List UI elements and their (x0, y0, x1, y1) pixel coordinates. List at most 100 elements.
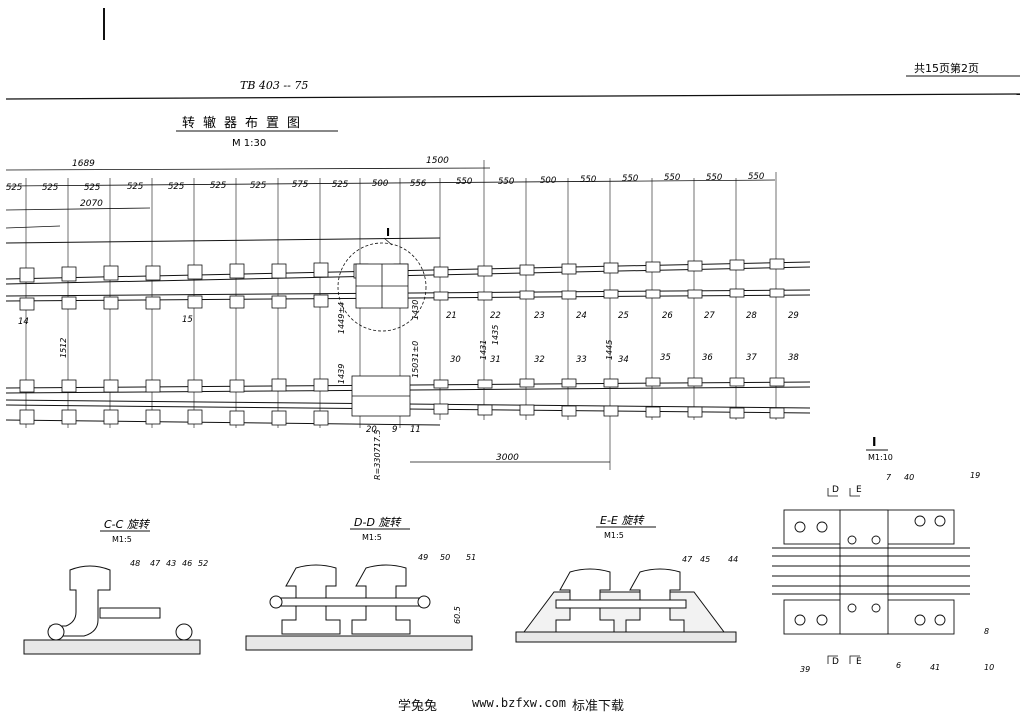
detail-title: I (872, 435, 876, 449)
svg-text:10: 10 (984, 663, 994, 672)
svg-text:550: 550 (706, 173, 722, 183)
svg-text:550: 550 (580, 175, 596, 185)
svg-text:550: 550 (748, 172, 764, 182)
svg-text:15031±0: 15031±0 (411, 341, 420, 378)
part-labels: 21 22 23 24 25 26 27 28 29 30 31 32 33 3… (18, 311, 799, 435)
svg-text:20: 20 (366, 425, 377, 435)
section-dd-drawing (245, 564, 473, 651)
svg-text:49: 49 (418, 553, 428, 562)
svg-text:500: 500 (372, 179, 388, 189)
svg-text:27: 27 (704, 311, 715, 321)
svg-text:22: 22 (490, 311, 501, 321)
svg-text:1435: 1435 (491, 325, 500, 345)
svg-text:35: 35 (660, 353, 671, 363)
svg-text:44: 44 (728, 555, 738, 564)
footer-tag: 标准下载 (572, 699, 625, 714)
svg-text:47: 47 (150, 559, 161, 568)
header-rule (5, 93, 1021, 100)
svg-text:34: 34 (618, 355, 629, 365)
svg-text:7: 7 (886, 473, 892, 482)
svg-text:525: 525 (210, 181, 226, 191)
dimension-lines (5, 167, 776, 229)
vertical-dims: 1512 1449±4 1439 1430 15031±0 1431 1435 … (59, 300, 614, 480)
svg-text:550: 550 (456, 177, 472, 187)
section-mark-d-top: D (832, 485, 839, 495)
svg-text:575: 575 (292, 180, 308, 190)
svg-text:21: 21 (446, 311, 457, 321)
svg-text:R=330717.5: R=330717.5 (373, 430, 382, 480)
svg-text:37: 37 (746, 353, 757, 363)
svg-text:45: 45 (700, 555, 710, 564)
svg-text:550: 550 (622, 174, 638, 184)
svg-text:40: 40 (904, 473, 914, 482)
svg-text:8: 8 (984, 627, 989, 636)
svg-text:39: 39 (800, 665, 810, 674)
svg-text:525: 525 (127, 182, 143, 192)
svg-text:46: 46 (182, 559, 192, 568)
svg-text:32: 32 (534, 355, 545, 365)
svg-text:525: 525 (332, 180, 348, 190)
svg-text:48: 48 (130, 559, 140, 568)
svg-text:6: 6 (896, 661, 901, 670)
svg-text:1512: 1512 (59, 338, 68, 358)
svg-text:30: 30 (450, 355, 461, 365)
standard-code: TB 403 -- 75 (240, 79, 308, 92)
svg-text:11: 11 (410, 425, 421, 435)
page-info: 共15页第2页 (914, 61, 979, 75)
detail-callout-leader (383, 237, 393, 246)
svg-text:525: 525 (6, 183, 22, 193)
svg-text:525: 525 (168, 182, 184, 192)
svg-text:525: 525 (84, 183, 100, 193)
section-mark-e-bottom: E (856, 657, 862, 667)
svg-text:23: 23 (534, 311, 545, 321)
spacing-dims: 525 525 525 525 525 525 525 575 525 500 … (6, 172, 764, 193)
svg-text:25: 25 (618, 311, 629, 321)
svg-text:15: 15 (182, 315, 193, 325)
section-mark-e-top: E (856, 485, 862, 495)
svg-text:52: 52 (198, 559, 208, 568)
section-ee-scale: M1:5 (604, 531, 624, 540)
plan-title: 转辙器布置图 (182, 116, 308, 131)
svg-text:500: 500 (540, 176, 556, 186)
plan-scale: M 1:30 (232, 138, 266, 149)
svg-text:525: 525 (250, 181, 266, 191)
dim-1689: 1689 (72, 159, 95, 169)
footer-url[interactable]: www.bzfxw.com (472, 696, 566, 710)
detail-callout: I (386, 226, 390, 239)
svg-text:31: 31 (490, 355, 501, 365)
section-dd-scale: M1:5 (362, 533, 382, 542)
svg-text:556: 556 (410, 179, 427, 189)
svg-text:43: 43 (166, 559, 176, 568)
svg-text:550: 550 (498, 177, 514, 187)
svg-text:1445: 1445 (605, 340, 614, 360)
svg-text:1449±4: 1449±4 (337, 302, 346, 334)
svg-text:47: 47 (682, 555, 693, 564)
svg-text:50: 50 (440, 553, 450, 562)
svg-text:19: 19 (970, 471, 980, 480)
detail-drawing (772, 509, 970, 635)
svg-text:24: 24 (576, 311, 587, 321)
svg-text:41: 41 (930, 663, 940, 672)
svg-text:33: 33 (576, 355, 587, 365)
svg-text:36: 36 (702, 353, 713, 363)
footer-site-name: 学兔兔 (398, 699, 438, 714)
svg-text:550: 550 (664, 173, 680, 183)
svg-text:51: 51 (466, 553, 476, 562)
section-dd-title: D-D 旋转 (354, 516, 402, 529)
svg-text:525: 525 (42, 183, 58, 193)
section-ee-parts: 47 45 44 (682, 555, 738, 564)
svg-text:1430: 1430 (411, 300, 420, 320)
section-ee-drawing (515, 568, 737, 643)
svg-text:9: 9 (392, 425, 397, 435)
svg-text:1439: 1439 (337, 364, 346, 384)
svg-text:26: 26 (662, 311, 673, 321)
svg-text:14: 14 (18, 317, 29, 327)
section-cc-title: C-C 旋转 (104, 518, 151, 531)
switch-area (337, 242, 427, 417)
detail-scale: M1:10 (868, 453, 893, 462)
dim-2070: 2070 (80, 199, 103, 209)
section-dd-parts: 49 50 51 (418, 553, 476, 562)
section-mark-d-bottom: D (832, 657, 839, 667)
section-cc-drawing (23, 565, 201, 655)
